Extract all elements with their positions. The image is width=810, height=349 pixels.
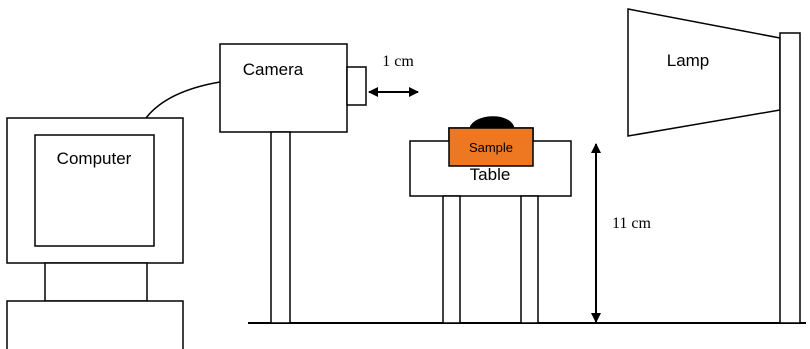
lamp-shade	[627, 8, 781, 137]
camera: Camera	[219, 43, 367, 324]
camera-distance-label: 1 cm	[382, 53, 414, 70]
table-label: Table	[470, 165, 511, 184]
table: Sample Table	[409, 127, 572, 324]
camera-cable	[145, 81, 221, 119]
computer: Computer	[6, 117, 184, 349]
computer-base	[6, 300, 184, 349]
table-leg-left	[442, 195, 461, 324]
sample-block-front	[448, 127, 534, 167]
computer-label: Computer	[57, 149, 132, 168]
computer-screen	[34, 134, 155, 247]
table-height-label: 11 cm	[612, 215, 652, 232]
camera-body	[219, 43, 348, 133]
lamp-label: Lamp	[667, 51, 710, 70]
camera-lens	[346, 66, 367, 106]
table-leg-right	[520, 195, 539, 324]
camera-label: Camera	[243, 60, 304, 79]
sample-label-front: Sample	[469, 140, 513, 155]
sample-object	[469, 116, 515, 129]
lamp: Lamp	[627, 8, 801, 324]
computer-neck	[44, 262, 148, 302]
camera-stand	[270, 131, 291, 324]
lamp-stand	[779, 32, 801, 324]
